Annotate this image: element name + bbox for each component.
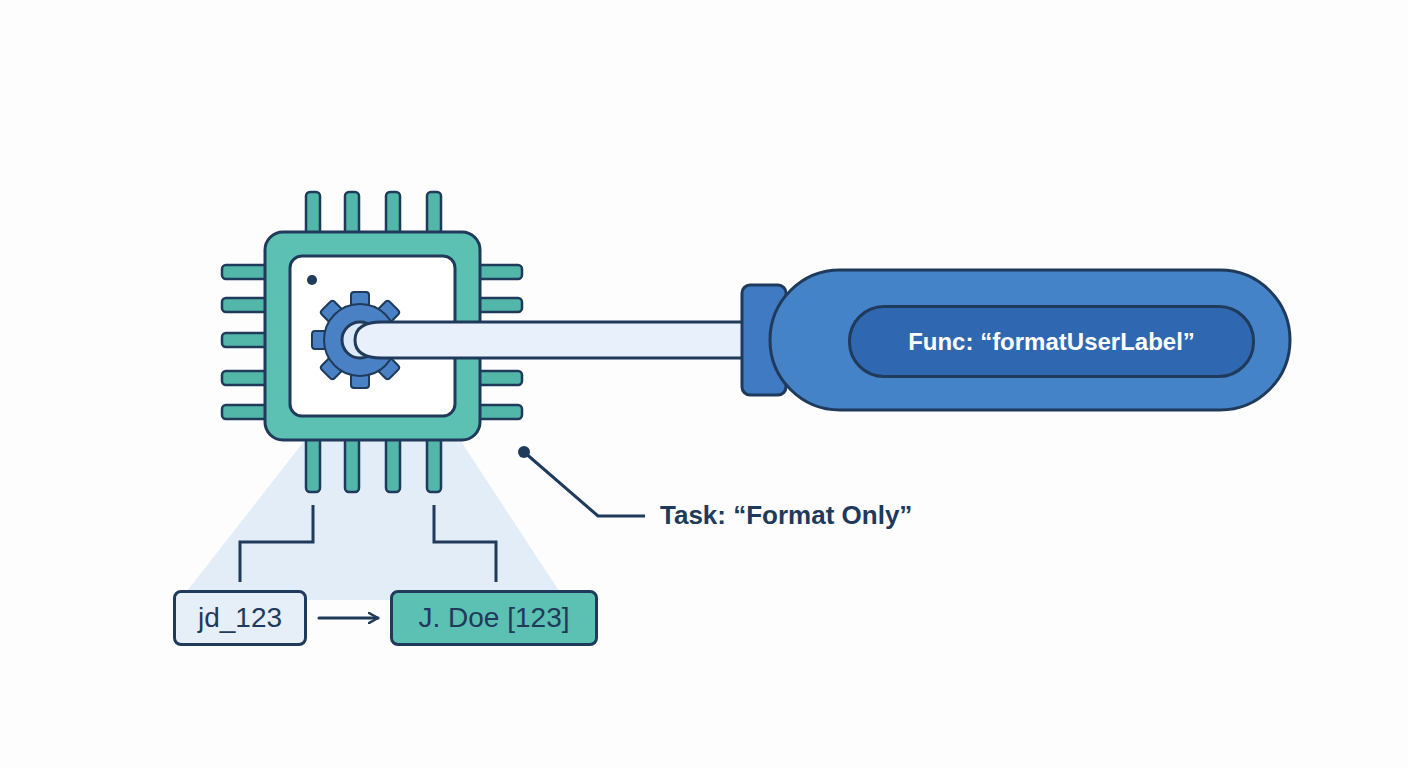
flow-arrow [319,617,378,620]
bracket-line [240,505,313,582]
input-box: jd_123 [173,590,307,646]
chip-dot [307,275,317,285]
node-text: Func: “formatUserLabel” [908,328,1195,356]
screwdriver-shaft [355,322,750,358]
screwdriver-handle [770,270,1290,410]
function-label: Func: “formatUserLabel” [848,305,1255,378]
bracket-line [434,505,496,582]
node-text: jd_123 [198,602,282,634]
output-box: J. Doe [123] [390,590,598,646]
leader-line [524,452,645,516]
projection-beam [180,440,565,600]
callout-label: Task: “Format Only” [660,500,912,531]
node-text: J. Doe [123] [419,602,570,634]
